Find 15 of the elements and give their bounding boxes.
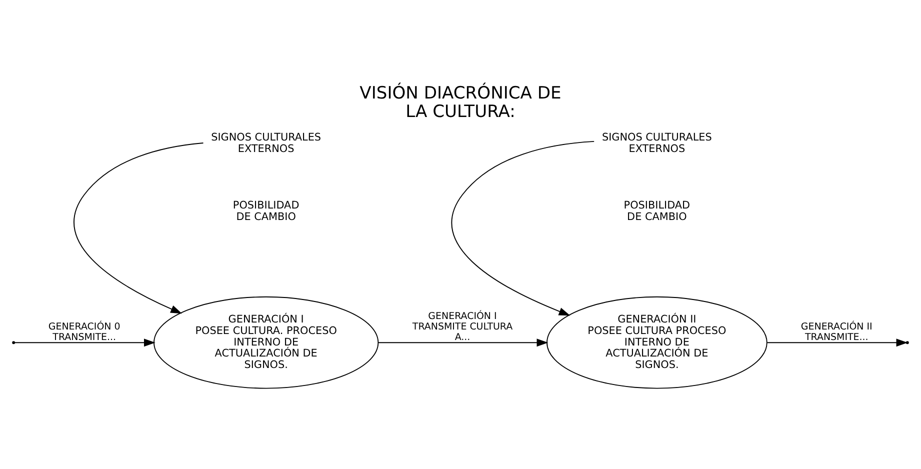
arrow (766, 338, 908, 347)
node-ellipse: GENERACIÓN I POSEE CULTURA. PROCESO INTERNO DE ACTUALIZACIÓN DE SIGNOS. (154, 296, 379, 389)
edge-label: GENERACIÓN II TRANSMITE... (800, 321, 872, 343)
edge-label: GENERACIÓN I TRANSMITE CULTURA A... (412, 310, 513, 343)
arrow (451, 140, 595, 316)
arrow (74, 142, 204, 314)
node-text: SIGNOS CULTURALES EXTERNOS (211, 131, 322, 155)
label: POSIBILIDAD DE CAMBIO (624, 200, 690, 224)
edge-label: GENERACIÓN 0 TRANSMITE... (48, 321, 120, 343)
diagram-title: VISIÓN DIACRÓNICA DE LA CULTURA: (360, 83, 562, 122)
arrow (14, 338, 156, 347)
label: POSIBILIDAD DE CAMBIO (232, 200, 300, 224)
node-ellipse: GENERACIÓN II POSEE CULTURA PROCESO INTERNO DE ACTUALIZACIÓN DE SIGNOS. (546, 296, 768, 389)
arrow (378, 338, 548, 347)
node-text: SIGNOS CULTURALES EXTERNOS (602, 131, 712, 155)
